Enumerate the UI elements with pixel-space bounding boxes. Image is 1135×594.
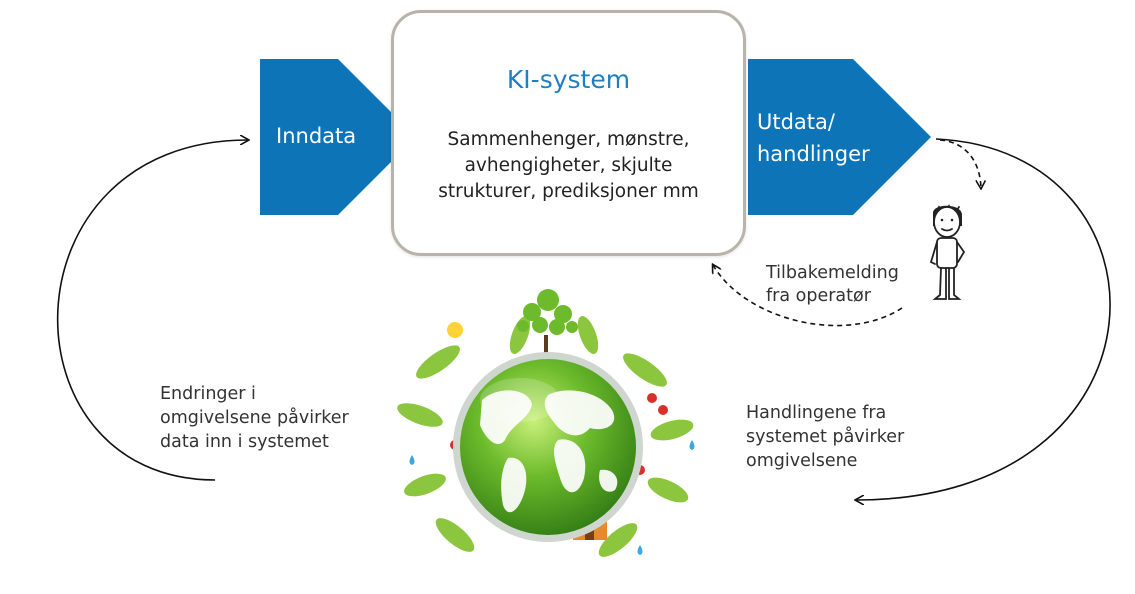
ki-system-description-line-2: avhengigheter, skjulte <box>464 155 673 176</box>
input-arrow-label: Inndata <box>276 124 357 148</box>
environment-change-label-line-3: data inn i systemet <box>160 432 329 452</box>
feedback-label-line-2: fra operatør <box>766 286 871 306</box>
output-to-environment-loop <box>856 138 1111 500</box>
feedback-label-line-1: Tilbakemelding <box>766 263 899 283</box>
output-to-operator-dashed-arrow <box>939 139 981 188</box>
environment-change-label-line-1: Endringer i <box>160 384 256 404</box>
ki-system-description-line-1: Sammenhenger, mønstre, <box>447 129 690 150</box>
ki-system-description-line-3: strukturer, prediksjoner mm <box>438 181 699 202</box>
environment-to-input-loop <box>56 140 248 481</box>
input-arrow-shape <box>260 59 416 215</box>
system-effect-label-line-3: omgivelsene <box>746 451 858 471</box>
output-arrow-label-line-1: Utdata/ <box>757 110 835 134</box>
ki-system-box: KI-system Sammenhenger, mønstre, avhengi… <box>391 10 746 256</box>
environment-change-label-line-2: omgivelsene påvirker <box>160 408 349 428</box>
ki-system-description: Sammenhenger, mønstre, avhengigheter, sk… <box>394 127 743 205</box>
output-arrow-shape <box>748 59 931 215</box>
system-effect-label-line-1: Handlingene fra <box>746 403 887 423</box>
stick-figure-person-icon <box>929 204 966 300</box>
system-effect-label-line-2: systemet påvirker <box>746 427 905 447</box>
ki-system-title: KI-system <box>506 65 631 94</box>
output-arrow-label-line-2: handlinger <box>757 142 870 166</box>
green-earth-globe-icon <box>397 289 695 557</box>
